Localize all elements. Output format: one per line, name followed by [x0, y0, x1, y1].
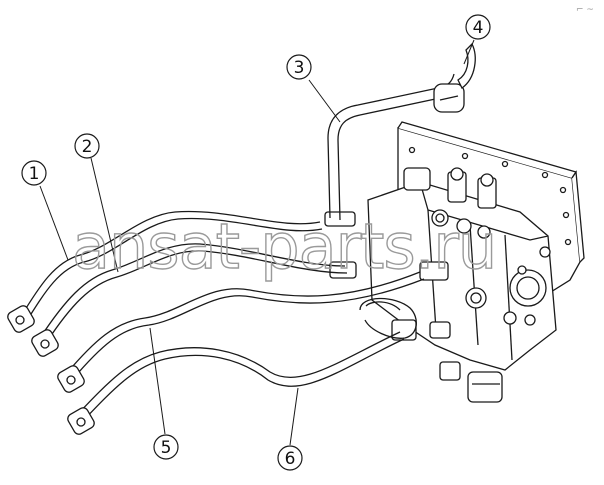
tube-1	[7, 210, 323, 333]
tube-6	[67, 331, 405, 435]
callout-3: 3	[286, 54, 312, 80]
callout-5: 5	[153, 434, 179, 460]
leader-5	[149, 327, 166, 435]
leader-4	[463, 39, 475, 65]
control-valve-block	[324, 167, 557, 403]
callout-6-label: 6	[285, 449, 296, 469]
leader-3	[308, 79, 341, 123]
callout-2-label: 2	[82, 137, 93, 157]
leader-6	[289, 387, 299, 446]
leader-lines	[39, 39, 475, 446]
tube-3	[327, 73, 465, 221]
callout-3-label: 3	[294, 58, 305, 78]
callout-1: 1	[21, 160, 47, 186]
tube-4	[457, 42, 476, 89]
callout-2: 2	[74, 133, 100, 159]
callout-4: 4	[465, 14, 491, 40]
callout-6: 6	[277, 445, 303, 471]
callout-5-label: 5	[161, 438, 172, 458]
tube-2	[31, 243, 348, 357]
callout-4-label: 4	[473, 18, 484, 38]
leader-1	[39, 185, 69, 261]
leader-2	[90, 157, 119, 273]
tube-5	[57, 271, 425, 393]
corner-mark: ⌐ ~	[576, 5, 594, 15]
watermark: ansat-parts.ru	[72, 210, 496, 283]
callout-1-label: 1	[29, 164, 40, 184]
